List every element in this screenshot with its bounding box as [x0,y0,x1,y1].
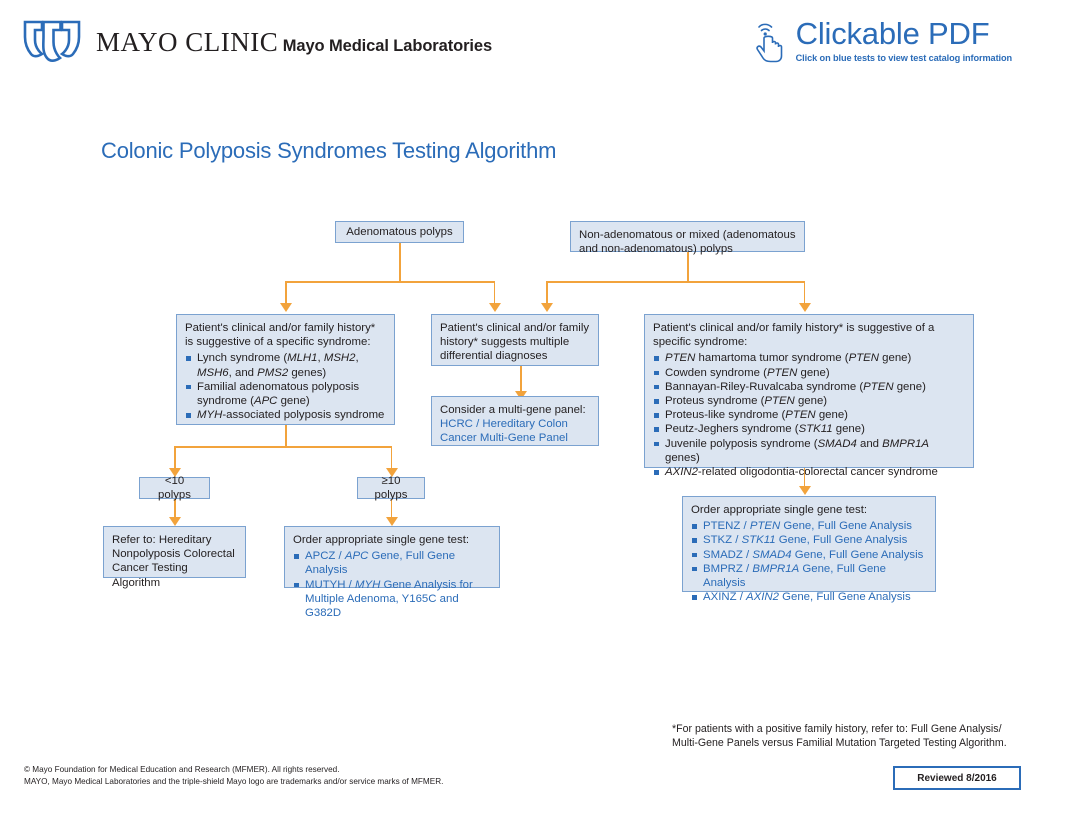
list-item[interactable]: Juvenile polyposis syndrome (SMAD4 and B… [653,437,965,465]
connector-adenomatous-right-drop [493,281,496,304]
node-non-adenomatous-polyps[interactable]: Non-adenomatous or mixed (adenomatous an… [570,221,805,256]
node-non-adenomatous-polyps-label: Non-adenomatous or mixed (adenomatous an… [579,229,796,256]
connector-adenomatous-left-drop [285,281,287,304]
single-gene-left-header: Order appropriate single gene test: [293,534,470,546]
connector-nonadenomatous-right-drop [803,281,806,304]
logo-subtitle: Mayo Medical Laboratories [282,36,493,55]
list-item[interactable]: Bannayan-Riley-Ruvalcaba syndrome (PTEN … [653,380,965,394]
copyright-line-2: MAYO, Mayo Medical Laboratories and the … [24,777,444,786]
connector-ge10-to-singlegene [390,499,393,519]
list-item[interactable]: Proteus syndrome (PTEN gene) [653,394,965,408]
footnote-line-2: Multi-Gene Panels versus Familial Mutati… [672,737,1007,749]
arrow-to-left-history [280,303,292,312]
clickable-pdf-title: Clickable PDF [795,16,990,51]
node-single-gene-test-right[interactable]: Order appropriate single gene test: PTEN… [682,496,936,603]
footnote-line-1: *For patients with a positive family his… [672,723,1002,735]
mayo-clinic-logo: MAYO CLINIC Mayo Medical Laboratories [22,18,492,66]
arrow-to-lt10-polyps [169,468,181,477]
node-lt-10-polyps[interactable]: <10 polyps [139,474,210,501]
single-gene-right-list: PTENZ / PTEN Gene, Full Gene Analysis ST… [691,519,927,604]
list-item[interactable]: Cowden syndrome (PTEN gene) [653,366,965,380]
list-item[interactable]: Peutz-Jeghers syndrome (STK11 gene) [653,422,965,436]
right-history-header: Patient's clinical and/or family history… [653,322,935,349]
page-title: Colonic Polyposis Syndromes Testing Algo… [101,138,557,163]
right-history-list: PTEN hamartoma tumor syndrome (PTEN gene… [653,351,965,479]
arrow-to-ge10-polyps [385,468,398,477]
left-history-header: Patient's clinical and/or family history… [185,322,376,349]
clickable-pdf-subtitle: Click on blue tests to view test catalog… [795,53,1012,63]
arrow-to-multigene-panel [515,391,527,400]
multigene-header: Consider a multi-gene panel: [440,404,586,416]
connector-lt10-drop [174,446,176,469]
connector-nonadenomatous-left-drop [546,281,548,304]
logo-title: MAYO CLINIC [96,26,279,57]
connector-adenomatous-stem [399,243,401,281]
footnote: *For patients with a positive family his… [672,722,1007,750]
test-link-mutyh[interactable]: MUTYH / MYH Gene Analysis for Multiple A… [293,578,491,621]
node-right-patient-history[interactable]: Patient's clinical and/or family history… [644,314,974,478]
test-link-smadz[interactable]: SMADZ / SMAD4 Gene, Full Gene Analysis [691,548,927,562]
clickable-pdf-badge: Clickable PDF Click on blue tests to vie… [752,18,1012,69]
list-item[interactable]: Proteus-like syndrome (PTEN gene) [653,408,965,422]
node-adenomatous-polyps[interactable]: Adenomatous polyps [335,221,464,243]
test-link-ptenz[interactable]: PTENZ / PTEN Gene, Full Gene Analysis [691,519,927,533]
connector-left-history-stem [285,425,287,446]
arrow-to-middle-history-right [541,303,553,312]
test-link-stkz[interactable]: STKZ / STK11 Gene, Full Gene Analysis [691,533,927,547]
arrow-to-single-gene-left [385,517,398,526]
node-ge-10-polyps[interactable]: ≥10 polyps [357,474,425,501]
refer-to-label: Refer to: Hereditary Nonpolyposis Colore… [112,534,235,589]
test-link-axinz[interactable]: AXINZ / AXIN2 Gene, Full Gene Analysis [691,590,927,604]
node-adenomatous-polyps-label: Adenomatous polyps [346,225,453,238]
connector-right-history-to-singlegene [803,468,806,488]
node-ge-10-polyps-label: ≥10 polyps [374,474,408,501]
reviewed-badge: Reviewed 8/2016 [893,766,1021,790]
list-item[interactable]: Lynch syndrome (MLH1, MSH2, MSH6, and PM… [185,351,386,379]
connector-nonadenomatous-stem [687,252,689,281]
arrow-to-single-gene-right [798,486,811,495]
connector-nonadenomatous-bus [546,281,805,283]
list-item[interactable]: Familial adenomatous polyposis syndrome … [185,380,386,408]
connector-lt10-to-refer [174,499,176,519]
middle-history-label: Patient's clinical and/or family history… [440,322,590,363]
node-refer-hnpcc[interactable]: Refer to: Hereditary Nonpolyposis Colore… [103,526,246,589]
connector-adenomatous-bus [285,281,495,283]
copyright-notice: © Mayo Foundation for Medical Education … [24,764,443,788]
list-item[interactable]: PTEN hamartoma tumor syndrome (PTEN gene… [653,351,965,365]
arrow-to-refer-box [169,517,181,526]
triple-shield-icon [22,18,82,66]
node-multi-gene-panel[interactable]: Consider a multi-gene panel: HCRC / Here… [431,396,599,446]
connector-polyp-split-bus [174,446,392,448]
test-link-bmprz[interactable]: BMPRZ / BMPR1A Gene, Full Gene Analysis [691,562,927,590]
node-single-gene-test-left[interactable]: Order appropriate single gene test: APCZ… [284,526,500,619]
node-left-patient-history[interactable]: Patient's clinical and/or family history… [176,314,395,425]
single-gene-left-list: APCZ / APC Gene, Full Gene Analysis MUTY… [293,549,491,620]
connector-ge10-drop [390,446,393,469]
copyright-line-1: © Mayo Foundation for Medical Education … [24,765,340,774]
node-middle-patient-history[interactable]: Patient's clinical and/or family history… [431,314,599,366]
left-history-list: Lynch syndrome (MLH1, MSH2, MSH6, and PM… [185,351,386,422]
single-gene-right-header: Order appropriate single gene test: [691,504,868,516]
arrow-to-right-history [798,303,811,312]
reviewed-label: Reviewed 8/2016 [917,772,997,784]
test-link-apcz[interactable]: APCZ / APC Gene, Full Gene Analysis [293,549,491,577]
list-item[interactable]: AXIN2-related oligodontia-colorectal can… [653,465,965,479]
arrow-to-middle-history-left [488,303,501,312]
node-lt-10-polyps-label: <10 polyps [158,474,191,501]
pointing-hand-icon [752,18,788,69]
list-item[interactable]: MYH-associated polyposis syndrome [185,408,386,422]
test-link-hcrc[interactable]: HCRC / Hereditary Colon Cancer Multi-Gen… [440,418,568,445]
connector-middle-to-panel [520,366,522,394]
